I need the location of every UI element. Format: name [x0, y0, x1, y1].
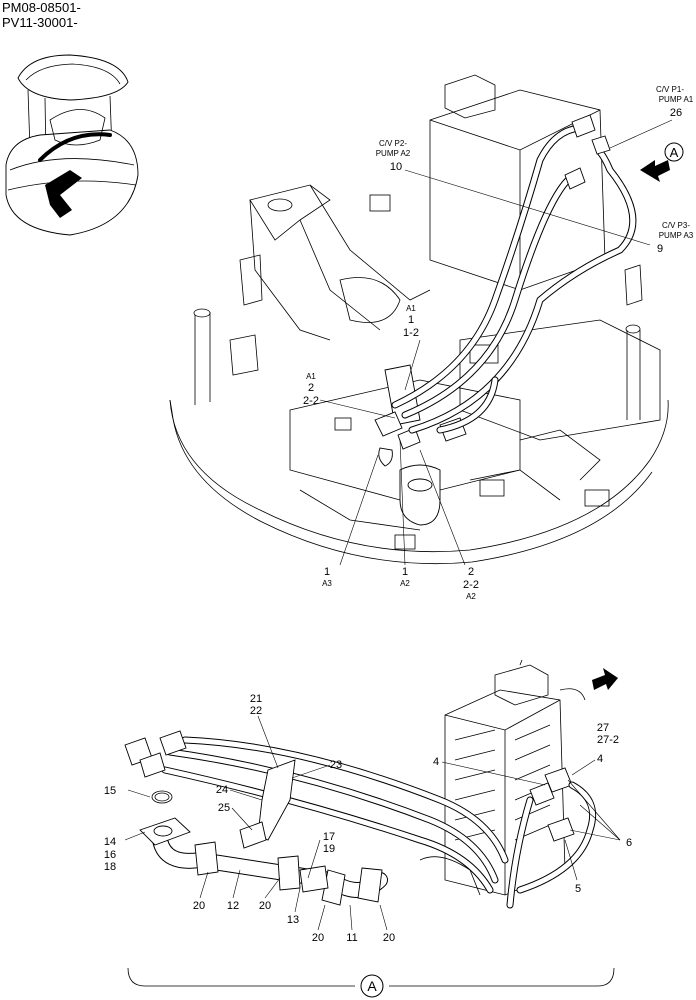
label-25: 25 — [218, 802, 230, 814]
label-15: 15 — [104, 785, 116, 797]
label-20-c: 20 — [312, 932, 324, 944]
label-a2-2: A2 — [466, 592, 476, 601]
label-a3: A3 — [322, 579, 332, 588]
label-20-a: 20 — [193, 900, 205, 912]
label-26: 26 — [670, 107, 682, 119]
direction-arrow-icon — [592, 668, 618, 690]
lower-hose-bundle — [124, 730, 597, 909]
label-23: 23 — [330, 759, 342, 771]
upper-hose-bundle — [391, 114, 637, 434]
label-21: 21 — [250, 693, 262, 705]
label-13: 13 — [287, 914, 299, 926]
view-a-bracket — [127, 967, 615, 998]
serial-range-1: PM08-08501- — [2, 0, 81, 15]
label-2-left: 2 — [308, 382, 314, 394]
label-10: 10 — [390, 161, 402, 173]
label-20-b: 20 — [259, 900, 271, 912]
label-5: 5 — [575, 883, 581, 895]
lower-leader-lines — [124, 715, 621, 931]
label-20-d: 20 — [383, 932, 395, 944]
label-12: 12 — [227, 900, 239, 912]
label-1-2: 1-2 — [403, 327, 419, 339]
label-17: 17 — [323, 831, 335, 843]
label-27-2: 27-2 — [597, 734, 619, 746]
label-18: 18 — [104, 861, 116, 873]
label-2-2-left: 2-2 — [303, 395, 319, 407]
label-19: 19 — [323, 843, 335, 855]
label-11: 11 — [346, 932, 357, 944]
upper-frame-drawing — [169, 74, 669, 564]
label-cv-p3: C/V P3- — [662, 221, 690, 230]
label-cv-p1: C/V P1- — [656, 85, 684, 94]
label-pump-a3: PUMP A3 — [659, 231, 694, 240]
label-a2-1: A2 — [400, 579, 410, 588]
view-a-label-bottom: A — [367, 978, 377, 994]
label-1-a3: 1 — [324, 566, 330, 578]
label-24: 24 — [216, 784, 228, 796]
label-4-left: 4 — [433, 756, 439, 768]
label-22: 22 — [250, 705, 262, 717]
serial-range-2: PV11-30001- — [2, 15, 78, 30]
label-9: 9 — [657, 243, 663, 255]
label-1-top: 1 — [408, 314, 414, 326]
label-1-a2: 1 — [402, 566, 408, 578]
label-a1-top: A1 — [406, 304, 416, 313]
label-a1-left: A1 — [306, 372, 316, 381]
label-14: 14 — [104, 836, 116, 848]
upper-leader-lines — [319, 119, 673, 566]
label-cv-p2: C/V P2- — [379, 139, 407, 148]
label-6: 6 — [626, 837, 632, 849]
view-a-label-top: A — [670, 145, 679, 160]
label-pump-a2: PUMP A2 — [376, 149, 411, 158]
machine-thumbnail — [5, 54, 139, 236]
label-pump-a1: PUMP A1 — [659, 95, 694, 104]
label-2-br: 2 — [468, 566, 474, 578]
label-2-2-br: 2-2 — [463, 579, 479, 591]
label-16: 16 — [104, 849, 116, 861]
view-a-arrow-icon — [640, 142, 684, 182]
label-4-right: 4 — [597, 753, 603, 765]
label-27: 27 — [597, 722, 609, 734]
